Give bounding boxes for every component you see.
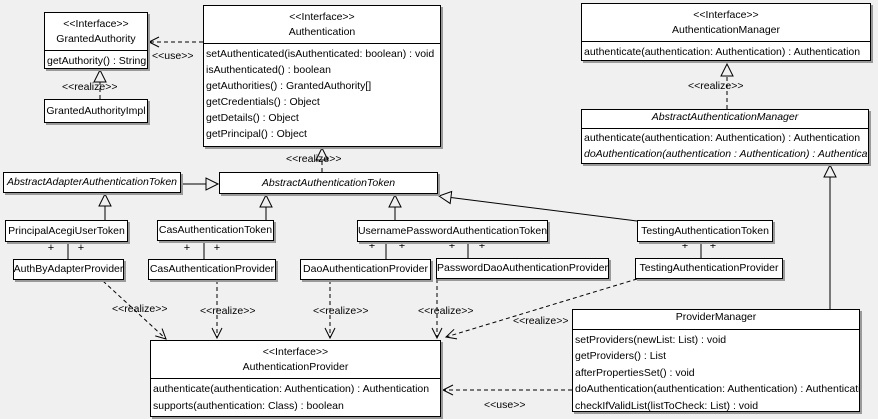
class-name: AuthenticationManager [672, 24, 780, 36]
class-name: AbstractAuthenticationManager [651, 111, 799, 123]
assoc-plus: + [709, 240, 717, 252]
class-authentication-manager: <<Interface>> AuthenticationManager auth… [581, 3, 871, 61]
class-name: GrantedAuthorityImpl [46, 104, 146, 117]
method-row: getPrincipal() : Object [206, 128, 307, 140]
class-testing-authentication-provider: TestingAuthenticationProvider [635, 258, 783, 279]
method-row: supports(authentication: Class) : boolea… [153, 400, 344, 412]
method-row: checkIfValidList(listToCheck: List) : vo… [575, 399, 759, 412]
class-authentication: <<Interface>> Authentication setAuthenti… [203, 5, 441, 147]
class-cas-authentication-provider: CasAuthenticationProvider [148, 259, 276, 280]
class-name: GrantedAuthority [56, 33, 136, 45]
method-row: setAuthenticated(isAuthenticated: boolea… [206, 48, 435, 60]
class-abstract-adapter-authentication-token: AbstractAdapterAuthenticationToken [3, 172, 181, 193]
method-row: getAuthorities() : GrantedAuthority[] [206, 80, 372, 92]
method-row: doAuthentication(authentication : Authen… [584, 147, 868, 160]
class-name: AuthenticationProvider [242, 361, 349, 373]
realize-label: <<realize>> [418, 305, 474, 317]
stereotype-label: <<Interface>> [289, 11, 355, 23]
class-title: <<Interface>> AuthenticationManager [582, 4, 870, 42]
assoc-plus: + [183, 242, 191, 254]
class-title: <<Interface>> AuthenticationProvider [151, 341, 440, 379]
method-list: authenticate(authentication: Authenticat… [582, 129, 868, 162]
class-name: TestingAuthenticationProvider [639, 262, 779, 274]
class-granted-authority-impl: GrantedAuthorityImpl [44, 99, 148, 123]
method-row: isAuthenticated() : boolean [206, 64, 331, 76]
class-granted-authority: <<Interface>> GrantedAuthority getAuthor… [44, 12, 148, 69]
class-name: AbstractAdapterAuthenticationToken [6, 176, 178, 188]
class-name: AbstractAuthenticationToken [261, 176, 396, 189]
method-list: setProviders(newList: List) : void getPr… [573, 330, 859, 412]
use-label: <<use>> [152, 50, 194, 62]
class-name: CasAuthenticationToken [158, 224, 273, 236]
realize-testingprovider [444, 278, 638, 340]
assoc-plus: + [47, 242, 55, 254]
class-name: Authentication [288, 26, 356, 38]
method-list: getAuthority() : String [45, 51, 147, 68]
assoc-plus: + [368, 240, 376, 252]
stereotype-label: <<Interface>> [262, 346, 329, 358]
realize-label: <<realize>> [513, 315, 569, 327]
class-abstract-authentication-manager: AbstractAuthenticationManager authentica… [581, 109, 869, 164]
class-username-password-authentication-token: UsernamePasswordAuthenticationToken [357, 220, 548, 242]
method-list: authenticate(authentication: Authenticat… [151, 379, 440, 415]
method-row: getDetails() : Object [206, 112, 299, 124]
realize-label: <<realize>> [200, 305, 256, 317]
assoc-plus: + [448, 240, 456, 252]
method-row: doAuthentication(authentication: Authent… [575, 383, 859, 396]
class-title: <<Interface>> GrantedAuthority [45, 13, 147, 51]
realize-label: <<realize>> [688, 80, 744, 92]
method-row: afterPropertiesSet() : void [575, 366, 695, 379]
assoc-plus: + [213, 242, 221, 254]
realize-label: <<realize>> [62, 81, 118, 93]
stereotype-label: <<Interface>> [693, 9, 759, 21]
class-cas-authentication-token: CasAuthenticationToken [157, 220, 274, 241]
class-name: DaoAuthenticationProvider [303, 263, 428, 275]
method-row: getProviders() : List [575, 350, 667, 363]
method-row: authenticate(authentication: Authenticat… [584, 46, 861, 58]
class-password-dao-authentication-provider: PasswordDaoAuthenticationProvider [436, 258, 609, 279]
class-title: AbstractAuthenticationManager [582, 110, 868, 129]
class-title: ProviderManager [573, 310, 859, 330]
class-principal-acegi-user-token: PrincipalAcegiUserToken [5, 220, 128, 242]
class-name: CasAuthenticationProvider [149, 263, 275, 275]
class-title: <<Interface>> Authentication [204, 6, 440, 44]
class-authentication-provider: <<Interface>> AuthenticationProvider aut… [150, 340, 441, 417]
method-list: setAuthenticated(isAuthenticated: boolea… [204, 44, 440, 142]
class-name: AuthByAdapterProvider [13, 263, 124, 275]
stereotype-label: <<Interface>> [63, 18, 129, 30]
method-row: authenticate(authentication: Authenticat… [584, 132, 861, 144]
class-dao-authentication-provider: DaoAuthenticationProvider [300, 259, 431, 280]
realize-label: <<realize>> [313, 305, 369, 317]
assoc-plus: + [398, 240, 406, 252]
assoc-plus: + [681, 240, 689, 252]
class-name: ProviderManager [675, 311, 757, 323]
method-row: getCredentials() : Object [206, 96, 320, 108]
class-abstract-authentication-token: AbstractAuthenticationToken [219, 172, 438, 194]
gen-testing-to-abstracttoken [437, 190, 638, 222]
realize-authbyadapterprovider [102, 280, 167, 340]
assoc-plus: + [478, 240, 486, 252]
class-testing-authentication-token: TestingAuthenticationToken [637, 220, 773, 242]
method-list: authenticate(authentication: Authenticat… [582, 42, 870, 60]
class-provider-manager: ProviderManager setProviders(newList: Li… [572, 309, 860, 412]
method-row: getAuthority() : String [47, 55, 147, 67]
class-name: UsernamePasswordAuthenticationToken [357, 224, 548, 237]
class-name: PrincipalAcegiUserToken [8, 224, 125, 237]
use-label: <<use>> [484, 399, 526, 411]
class-auth-by-adapter-provider: AuthByAdapterProvider [13, 259, 124, 280]
method-row: authenticate(authentication: Authenticat… [153, 383, 430, 395]
realize-label: <<realize>> [286, 153, 342, 165]
assoc-plus: + [77, 242, 85, 254]
class-name: PasswordDaoAuthenticationProvider [437, 262, 609, 274]
method-row: setProviders(newList: List) : void [575, 334, 727, 346]
realize-label: <<realize>> [112, 303, 168, 315]
class-name: TestingAuthenticationToken [641, 224, 769, 237]
